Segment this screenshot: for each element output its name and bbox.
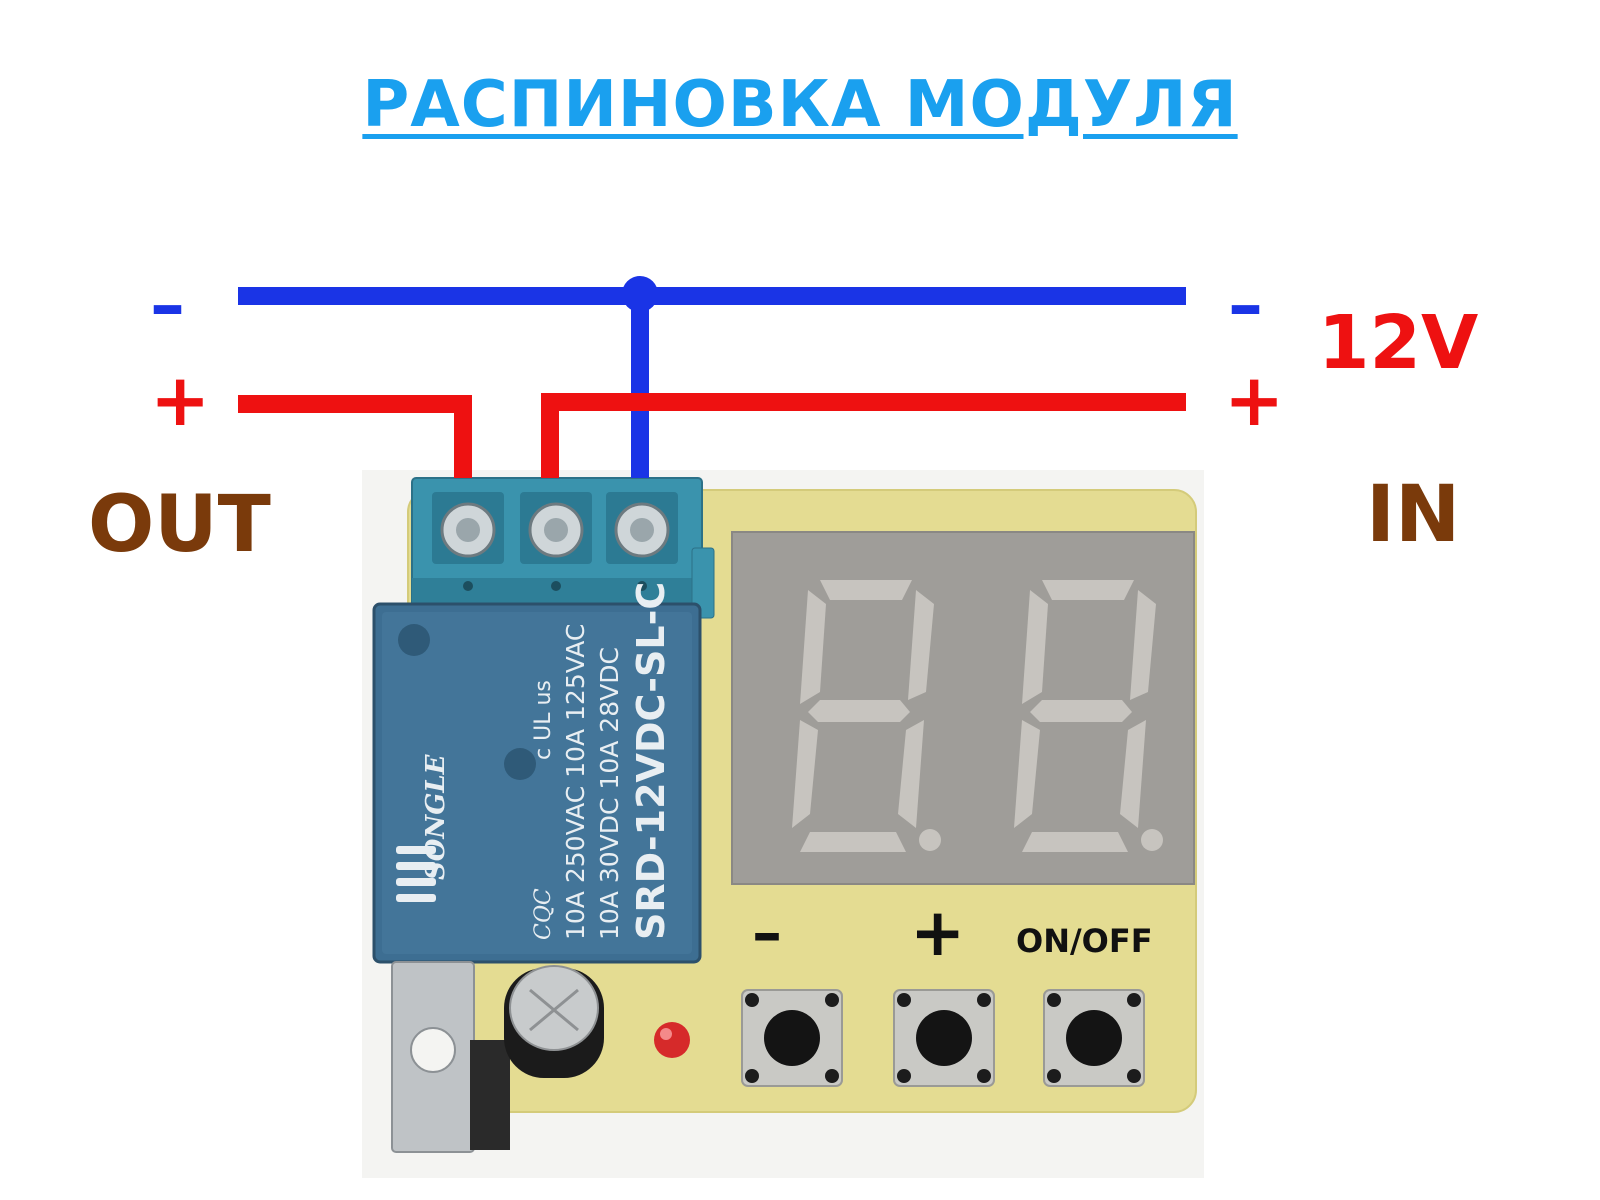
- negative-wire: [238, 287, 1186, 478]
- relay-ratings-2: 10A 30VDC 10A 28VDC: [595, 647, 624, 940]
- button-plus[interactable]: [893, 989, 995, 1087]
- led-indicator: [654, 1022, 690, 1058]
- relay-model: SRD-12VDC-SL-C: [629, 582, 673, 940]
- page-title: РАСПИНОВКА МОДУЛЯ: [362, 68, 1238, 142]
- relay-cert: CQC: [531, 888, 556, 940]
- button-plus-label: +: [910, 894, 966, 971]
- minus-out-label: –: [150, 264, 185, 346]
- button-onoff-label: ON/OFF: [1016, 922, 1153, 960]
- songle-logo-icon: [396, 846, 436, 902]
- capacitor: [504, 965, 604, 1078]
- display-digit-2: [1014, 580, 1163, 852]
- relay-ratings-1: 10A 250VAC 10A 125VAC: [561, 624, 590, 940]
- terminal-screw-out: [432, 492, 504, 564]
- minus-in-label: –: [1228, 264, 1263, 346]
- display-digit-1: [792, 580, 941, 852]
- positive-wire-out: [238, 395, 472, 478]
- voltage-label: 12V: [1318, 300, 1479, 386]
- out-label: OUT: [88, 480, 271, 570]
- positive-wire-in: [541, 393, 1186, 478]
- relay: SRD-12VDC-SL-C 10A 30VDC 10A 28VDC 10A 2…: [372, 582, 702, 964]
- button-minus-label: –: [752, 898, 782, 968]
- relay-ul: c UL us: [531, 680, 556, 760]
- plus-in-label: +: [1224, 358, 1285, 442]
- voltage-regulator: [391, 961, 510, 1153]
- terminal-screw-pos-in: [520, 492, 592, 564]
- button-onoff[interactable]: [1043, 989, 1145, 1087]
- terminal-screw-neg: [606, 492, 678, 564]
- relay-brand: SONGLE: [421, 753, 451, 880]
- plus-out-label: +: [150, 358, 211, 442]
- seven-segment-display: [731, 531, 1195, 885]
- button-minus[interactable]: [741, 989, 843, 1087]
- in-label: IN: [1366, 470, 1461, 560]
- wire-junction: [622, 276, 658, 312]
